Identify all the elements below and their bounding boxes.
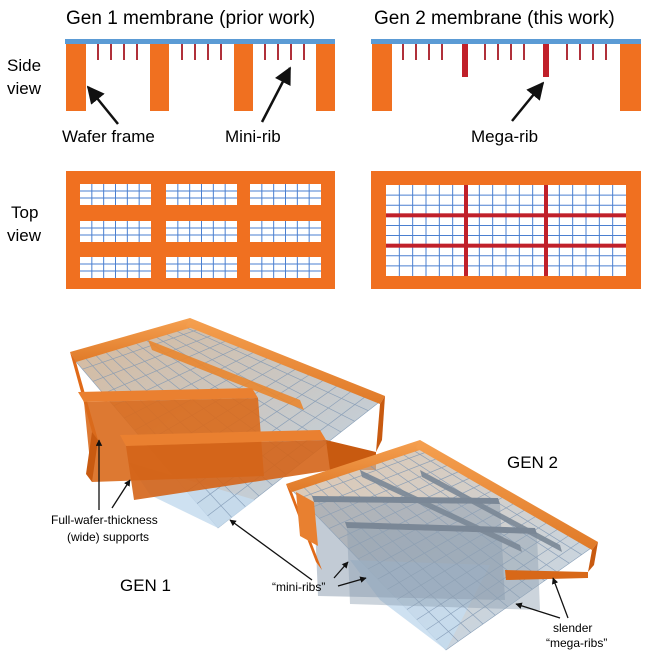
gen2-title: Gen 2 membrane (this work) (374, 8, 615, 29)
mini-rib-callout: Mini-rib (225, 127, 281, 146)
wafer-frame-post (316, 44, 335, 111)
gen1-side-view (65, 39, 335, 111)
mini-ribs-arrow (333, 561, 349, 579)
mini-rib-line (82, 327, 204, 370)
gen1-support-wall (120, 430, 326, 446)
mini-ribs-label: “mini-ribs” (272, 580, 325, 594)
gen1-support-wall (86, 432, 98, 482)
wafer-frame-post (234, 44, 253, 111)
wafer-frame-arrow (86, 85, 119, 125)
mini-rib-group (402, 44, 607, 60)
wafer-frame-post (372, 44, 392, 111)
mega-ribs-label-line2: “mega-ribs” (546, 636, 607, 650)
gen2-label: GEN 2 (507, 453, 558, 472)
mini-rib-line (92, 332, 218, 382)
mega-rib (386, 213, 626, 218)
gen1-support-wall (148, 340, 304, 410)
gen2-mega-rib (420, 470, 562, 552)
top-view-label-line2: view (7, 226, 42, 245)
mega-ribs-label-line1: slender (553, 621, 592, 635)
mini-rib-line (436, 539, 584, 641)
mini-rib-line (103, 338, 232, 394)
gen1-frame-right-rim (186, 318, 385, 404)
gen2-frame-top-rim (286, 440, 426, 492)
wafer-frame-post (620, 44, 641, 111)
gen2-mega-rib (347, 528, 540, 610)
mini-rib-arrow (260, 66, 292, 123)
mega-rib (386, 243, 626, 248)
gen1-title: Gen 1 membrane (prior work) (66, 8, 315, 29)
gen2-side-view (371, 39, 641, 111)
gen2-frame-wall (505, 570, 588, 580)
gen2-mega-rib (360, 470, 522, 552)
supports-label-line1: Full-wafer-thickness (51, 513, 158, 527)
membrane-layer (65, 39, 335, 44)
gen1-3d-render (70, 318, 385, 529)
wafer-frame-post (66, 44, 86, 111)
mini-rib-group (97, 44, 305, 60)
mega-rib (543, 44, 549, 77)
gen2-frame-wall (296, 492, 318, 546)
side-view-label-line2: view (7, 79, 42, 98)
gen2-top-view (371, 171, 641, 289)
mega-rib (544, 185, 548, 276)
mega-ribs-arrow (552, 577, 569, 619)
membrane-layer (371, 39, 641, 44)
gen1-support-wall (376, 396, 385, 452)
gen2-mega-rib (312, 496, 500, 504)
supports-arrow (111, 479, 131, 509)
supports-label-line2: (wide) supports (67, 530, 149, 544)
gen1-support-wall (126, 440, 332, 500)
gen1-top-view (66, 171, 335, 289)
wafer-frame-callout: Wafer frame (62, 127, 155, 146)
mega-rib (462, 44, 468, 77)
mini-ribs-arrow (229, 519, 313, 581)
side-view-label-line1: Side (7, 56, 41, 75)
wafer-frame-post (150, 44, 169, 111)
top-view-label-line1: Top (11, 203, 38, 222)
mega-rib (464, 185, 468, 276)
gen2-frame-wall (588, 542, 598, 572)
mega-ribs-arrow (515, 602, 561, 619)
mega-rib-arrow (511, 81, 545, 122)
gen2-frame-right-rim (416, 440, 598, 550)
gen1-support-wall (78, 388, 258, 402)
mini-ribs-arrow (337, 576, 367, 587)
mega-rib-callout: Mega-rib (471, 127, 538, 146)
gen2-3d-render (286, 440, 598, 651)
gen1-frame-top-rim (70, 318, 196, 362)
gen1-label: GEN 1 (120, 576, 171, 595)
